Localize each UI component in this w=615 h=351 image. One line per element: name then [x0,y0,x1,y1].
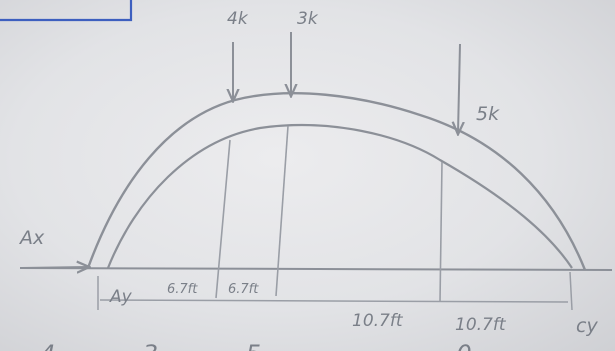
arch-inner-curve [106,124,573,269]
load-arrow-5k [458,43,460,133]
dimension-line [99,299,569,303]
load-label-5k: 5k [476,103,500,125]
span-label-4: 10.7ft [455,315,507,335]
dimension-tick-right [569,271,573,311]
vertical-member-2 [275,125,289,297]
vertical-member-3 [439,161,443,303]
box-corner [0,0,133,22]
span-label-3: 10.7ft [352,311,404,331]
load-label-3k: 3k [297,9,319,29]
reaction-label-ax: Ax [18,227,45,249]
reaction-label-cy: cy [576,315,598,337]
span-label-2: 6.7ft [228,282,259,297]
reaction-label-ay: Ay [109,287,133,307]
load-label-4k: 4k [227,9,249,29]
vertical-member-1 [215,139,231,299]
reaction-arrow-ax [21,267,88,268]
span-label-1: 6.7ft [167,282,198,297]
base-line [19,267,613,271]
arch-outer-curve [86,92,587,271]
bottom-equation-fragment: 4 3 5 = 0 [40,340,512,351]
